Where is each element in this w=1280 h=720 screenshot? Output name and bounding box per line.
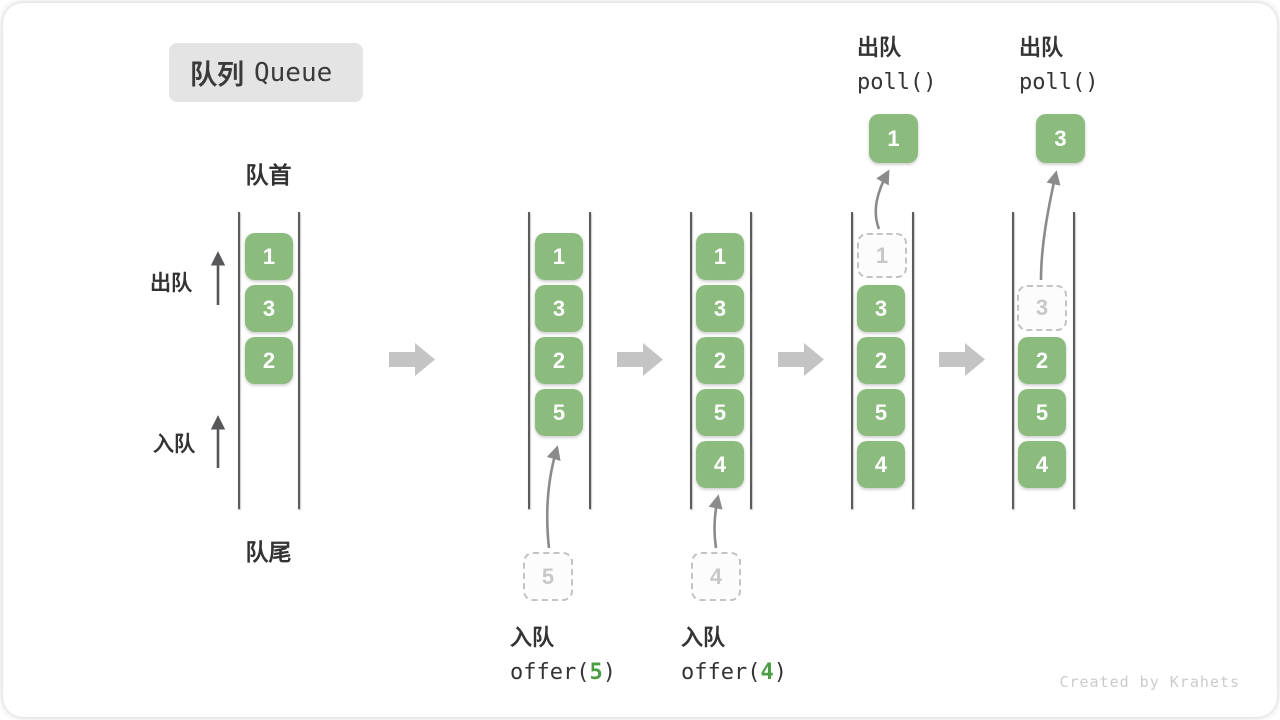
title-en: Queue [254, 57, 333, 88]
op-zh-label: 出队 [1019, 35, 1064, 60]
queue-tail-label: 队尾 [245, 539, 292, 565]
code-pre: offer( [510, 660, 590, 685]
code-post: ) [602, 660, 616, 685]
next-state-arrow-icon [389, 343, 435, 376]
staged-enqueue-box: 4 [691, 552, 741, 601]
dequeue-flow-arrow [1039, 170, 1061, 281]
queue-item-box: 3 [696, 285, 744, 332]
column5-right-rail [1073, 212, 1075, 509]
next-state-arrow-icon [939, 343, 985, 376]
code-arg: 4 [760, 660, 774, 685]
queue-item-box: 3 [857, 285, 905, 332]
queue-item-box: 2 [857, 337, 905, 384]
op-zh-label: 入队 [510, 625, 555, 650]
enqueue-flow-arrow [545, 445, 561, 549]
enqueue-side-label: 入队 [153, 433, 195, 456]
dequeue-op-label: 出队 poll() [1019, 30, 1098, 95]
queue-item-box: 2 [245, 337, 293, 384]
queue-item-box: 5 [696, 389, 744, 436]
staged-enqueue-box: 5 [523, 552, 573, 601]
op-zh-label: 出队 [857, 35, 902, 60]
next-state-arrow-icon [617, 343, 663, 376]
op-code-label: poll() [1019, 70, 1099, 95]
column4-right-rail [912, 212, 914, 509]
dequeue-op-label: 出队 poll() [857, 30, 936, 95]
op-code-label: poll() [857, 70, 937, 95]
dequeued-ghost-box: 3 [1017, 285, 1067, 331]
code-post: ) [773, 660, 787, 685]
column4-left-rail [851, 212, 853, 509]
code-arg: 5 [589, 660, 603, 685]
queue-item-box: 1 [535, 233, 583, 280]
dequeue-side-label: 出队 [150, 272, 192, 295]
enqueue-op-label: 入队 offer(5) [510, 620, 616, 685]
code-pre: offer( [681, 660, 761, 685]
queue-item-box: 3 [535, 285, 583, 332]
dequeue-flow-arrow [874, 169, 890, 230]
column5-left-rail [1012, 212, 1014, 509]
queue-item-box: 2 [696, 337, 744, 384]
column3-right-rail [750, 212, 752, 509]
column1-left-rail [238, 212, 240, 509]
column1-right-rail [298, 212, 300, 509]
op-code-label: offer(5) [510, 660, 616, 685]
dequeued-ghost-box: 1 [857, 233, 907, 278]
queue-item-box: 1 [245, 233, 293, 280]
enqueue-flow-arrow [708, 494, 723, 549]
queue-item-box: 1 [696, 233, 744, 280]
column3-left-rail [690, 212, 692, 509]
queue-head-label: 队首 [245, 162, 292, 188]
title-zh: 队列 [190, 60, 244, 90]
column2-right-rail [589, 212, 591, 509]
queue-item-box: 4 [857, 441, 905, 488]
queue-item-box: 2 [1018, 337, 1066, 384]
queue-item-box: 4 [1018, 441, 1066, 488]
column2-left-rail [528, 212, 530, 509]
queue-item-box: 3 [245, 285, 293, 332]
queue-item-box: 5 [1018, 389, 1066, 436]
queue-item-box: 5 [535, 389, 583, 436]
enqueue-op-label: 入队 offer(4) [681, 620, 787, 685]
op-zh-label: 入队 [681, 625, 726, 650]
diagram-title-chip: 队列 Queue [169, 43, 363, 102]
queue-item-box: 2 [535, 337, 583, 384]
op-code-label: offer(4) [681, 660, 787, 685]
next-state-arrow-icon [778, 343, 824, 376]
dequeued-item-box: 3 [1036, 114, 1085, 163]
watermark-credit: Created by Krahets [1059, 673, 1240, 691]
queue-item-box: 5 [857, 389, 905, 436]
dequeued-item-box: 1 [869, 114, 918, 163]
queue-item-box: 4 [696, 441, 744, 488]
